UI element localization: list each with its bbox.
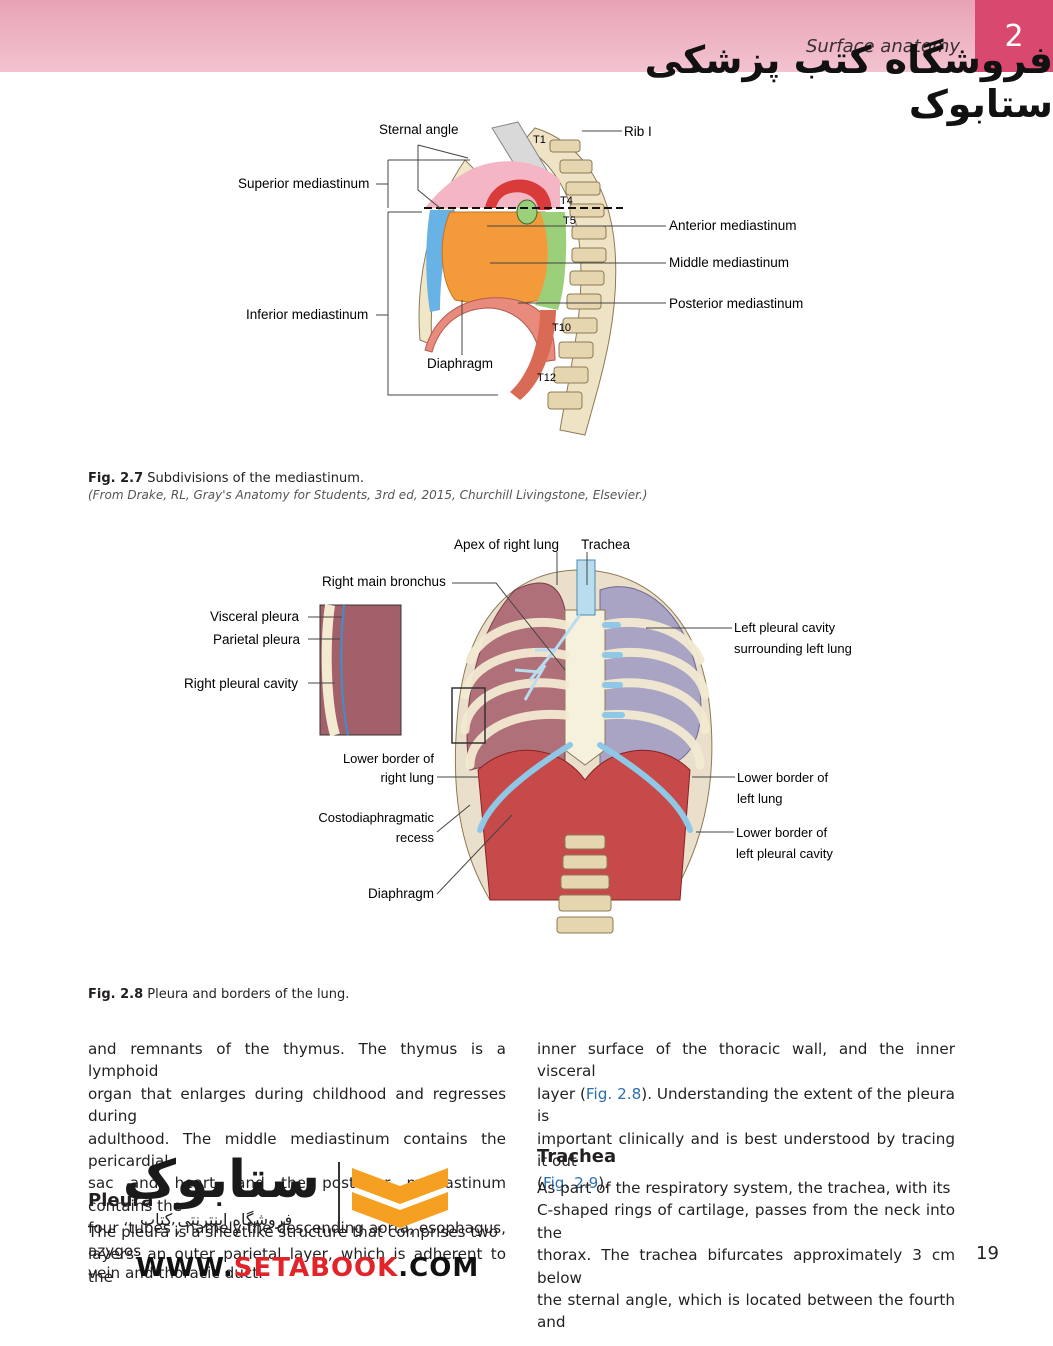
label-parietal-pleura: Parietal pleura bbox=[213, 632, 301, 647]
esophagus-section bbox=[516, 199, 538, 225]
label-t12: T12 bbox=[537, 372, 556, 384]
label-lower-border-left-1: Lower border of bbox=[737, 770, 828, 785]
label-diaphragm-27: Diaphragm bbox=[427, 356, 493, 371]
body-line: important clinically and is best underst… bbox=[537, 1129, 955, 1171]
label-right-pleural-cavity: Right pleural cavity bbox=[184, 676, 298, 691]
body-line: (Fig. 2.9). bbox=[537, 1174, 610, 1193]
bronchial-tree bbox=[514, 614, 582, 701]
label-left-pleural-cavity-2: surrounding left lung bbox=[734, 641, 852, 656]
trachea-2-8 bbox=[576, 559, 596, 616]
label-rib1: Rib I bbox=[624, 124, 652, 139]
heading-pleura: Pleura bbox=[88, 1190, 154, 1211]
label-lower-border-pleura-2: left pleural cavity bbox=[736, 846, 833, 861]
label-inferior-mediastinum: Inferior mediastinum bbox=[246, 307, 368, 322]
body-line: layer (Fig. 2.8). Understanding the exte… bbox=[537, 1084, 955, 1126]
superior-region bbox=[425, 161, 560, 208]
logo-subtitle: فروشگاه اینترنتی کتاب bbox=[140, 1210, 293, 1229]
label-lower-border-pleura-1: Lower border of bbox=[736, 825, 827, 840]
diaphragm-illustration bbox=[424, 297, 556, 363]
label-anterior-mediastinum: Anterior mediastinum bbox=[669, 218, 797, 233]
header-band bbox=[0, 0, 975, 72]
page-number: 19 bbox=[976, 1243, 999, 1264]
body-line: vein and thoracic duct. bbox=[88, 1264, 263, 1283]
logo-book-icon bbox=[352, 1168, 448, 1228]
label-t4: T4 bbox=[560, 195, 573, 207]
body-line: thorax. The trachea bifurcates approxima… bbox=[537, 1246, 955, 1287]
logo-divider bbox=[338, 1162, 340, 1230]
body-line: C-shaped rings of cartilage, passes from… bbox=[537, 1201, 955, 1242]
logo-brand: ستابوک bbox=[122, 1150, 320, 1210]
sternum-2-8 bbox=[564, 609, 606, 766]
label-lower-border-right-1: Lower border of bbox=[343, 751, 434, 766]
label-apex-right-lung: Apex of right lung bbox=[454, 537, 559, 552]
body-line: As part of the respiratory system, the t… bbox=[537, 1179, 951, 1197]
caption-fig-2-7-label: Fig. 2.7 bbox=[88, 471, 144, 486]
label-costodiaphragmatic-1: Costodiaphragmatic bbox=[318, 810, 434, 825]
link-fig-2-8[interactable]: Fig. 2.8 bbox=[585, 1084, 642, 1103]
figure-2-8: Apex of right lung Trachea Right main br… bbox=[184, 537, 852, 934]
caption-fig-2-7-text: Subdivisions of the mediastinum. bbox=[143, 471, 365, 486]
label-trachea: Trachea bbox=[581, 537, 631, 552]
label-visceral-pleura: Visceral pleura bbox=[210, 609, 300, 624]
body-line: and remnants of the thymus. The thymus i… bbox=[88, 1040, 506, 1081]
right-column-trachea: As part of the respiratory system, the t… bbox=[537, 1177, 955, 1334]
running-head: Surface anatomy bbox=[806, 36, 961, 57]
label-left-pleural-cavity-1: Left pleural cavity bbox=[734, 620, 836, 635]
diaphragm-2-8 bbox=[477, 749, 691, 901]
body-line: adulthood. The middle mediastinum contai… bbox=[88, 1129, 506, 1171]
body-line: The pleura is a sheetlike structure that… bbox=[88, 1223, 499, 1241]
caption-fig-2-8: Fig. 2.8 Pleura and borders of the lung. bbox=[88, 987, 349, 1002]
left-column-pleura: The pleura is a sheetlike structure that… bbox=[88, 1221, 506, 1288]
chapter-number: 2 bbox=[1004, 18, 1024, 54]
body-line: inner surface of the thoracic wall, and … bbox=[537, 1040, 955, 1081]
label-sternal-angle: Sternal angle bbox=[379, 122, 459, 137]
chapter-tab: 2 bbox=[975, 0, 1053, 72]
watermark-text: فروشگاه کتب پزشکی ستابوک bbox=[644, 38, 1053, 126]
inferior-bracket bbox=[387, 212, 498, 396]
right-column: inner surface of the thoracic wall, and … bbox=[537, 1038, 955, 1195]
caption-fig-2-8-label: Fig. 2.8 bbox=[88, 987, 144, 1002]
body-line: organ that enlarges during childhood and… bbox=[88, 1084, 506, 1126]
label-t1: T1 bbox=[533, 134, 546, 146]
label-right-main-bronchus: Right main bronchus bbox=[322, 574, 446, 589]
label-diaphragm-28: Diaphragm bbox=[368, 886, 434, 901]
heading-trachea: Trachea bbox=[537, 1146, 617, 1167]
left-column: and remnants of the thymus. The thymus i… bbox=[88, 1038, 506, 1284]
descending-aorta bbox=[510, 310, 556, 400]
figure-2-7: Sternal angle Rib I Superior mediastinum… bbox=[238, 121, 803, 436]
aortic-arch bbox=[485, 179, 552, 210]
body-line: the sternal angle, which is located betw… bbox=[537, 1291, 955, 1332]
label-lower-border-right-2: right lung bbox=[381, 770, 434, 785]
label-t10: T10 bbox=[552, 322, 571, 334]
inset-source-box bbox=[451, 687, 486, 744]
logo-url: WWW.SETABOOK.COM bbox=[136, 1253, 480, 1283]
posterior-region bbox=[535, 212, 567, 310]
label-costodiaphragmatic-2: recess bbox=[396, 830, 435, 845]
body-line: layers: an outer parietal layer, which i… bbox=[88, 1245, 506, 1286]
label-lower-border-left-2: left lung bbox=[737, 791, 783, 806]
label-superior-mediastinum: Superior mediastinum bbox=[238, 176, 369, 191]
left-lung-illustration bbox=[599, 586, 702, 771]
caption-fig-2-7: Fig. 2.7 Subdivisions of the mediastinum… bbox=[88, 471, 364, 486]
spine-illustration bbox=[519, 127, 617, 436]
thorax-illustration bbox=[454, 559, 713, 934]
label-t5: T5 bbox=[563, 215, 576, 227]
credit-fig-2-7: (From Drake, RL, Gray's Anatomy for Stud… bbox=[88, 488, 648, 502]
link-fig-2-9[interactable]: Fig. 2.9 bbox=[542, 1174, 599, 1193]
label-posterior-mediastinum: Posterior mediastinum bbox=[669, 296, 803, 311]
label-middle-mediastinum: Middle mediastinum bbox=[669, 255, 789, 270]
caption-fig-2-8-text: Pleura and borders of the lung. bbox=[143, 987, 350, 1002]
